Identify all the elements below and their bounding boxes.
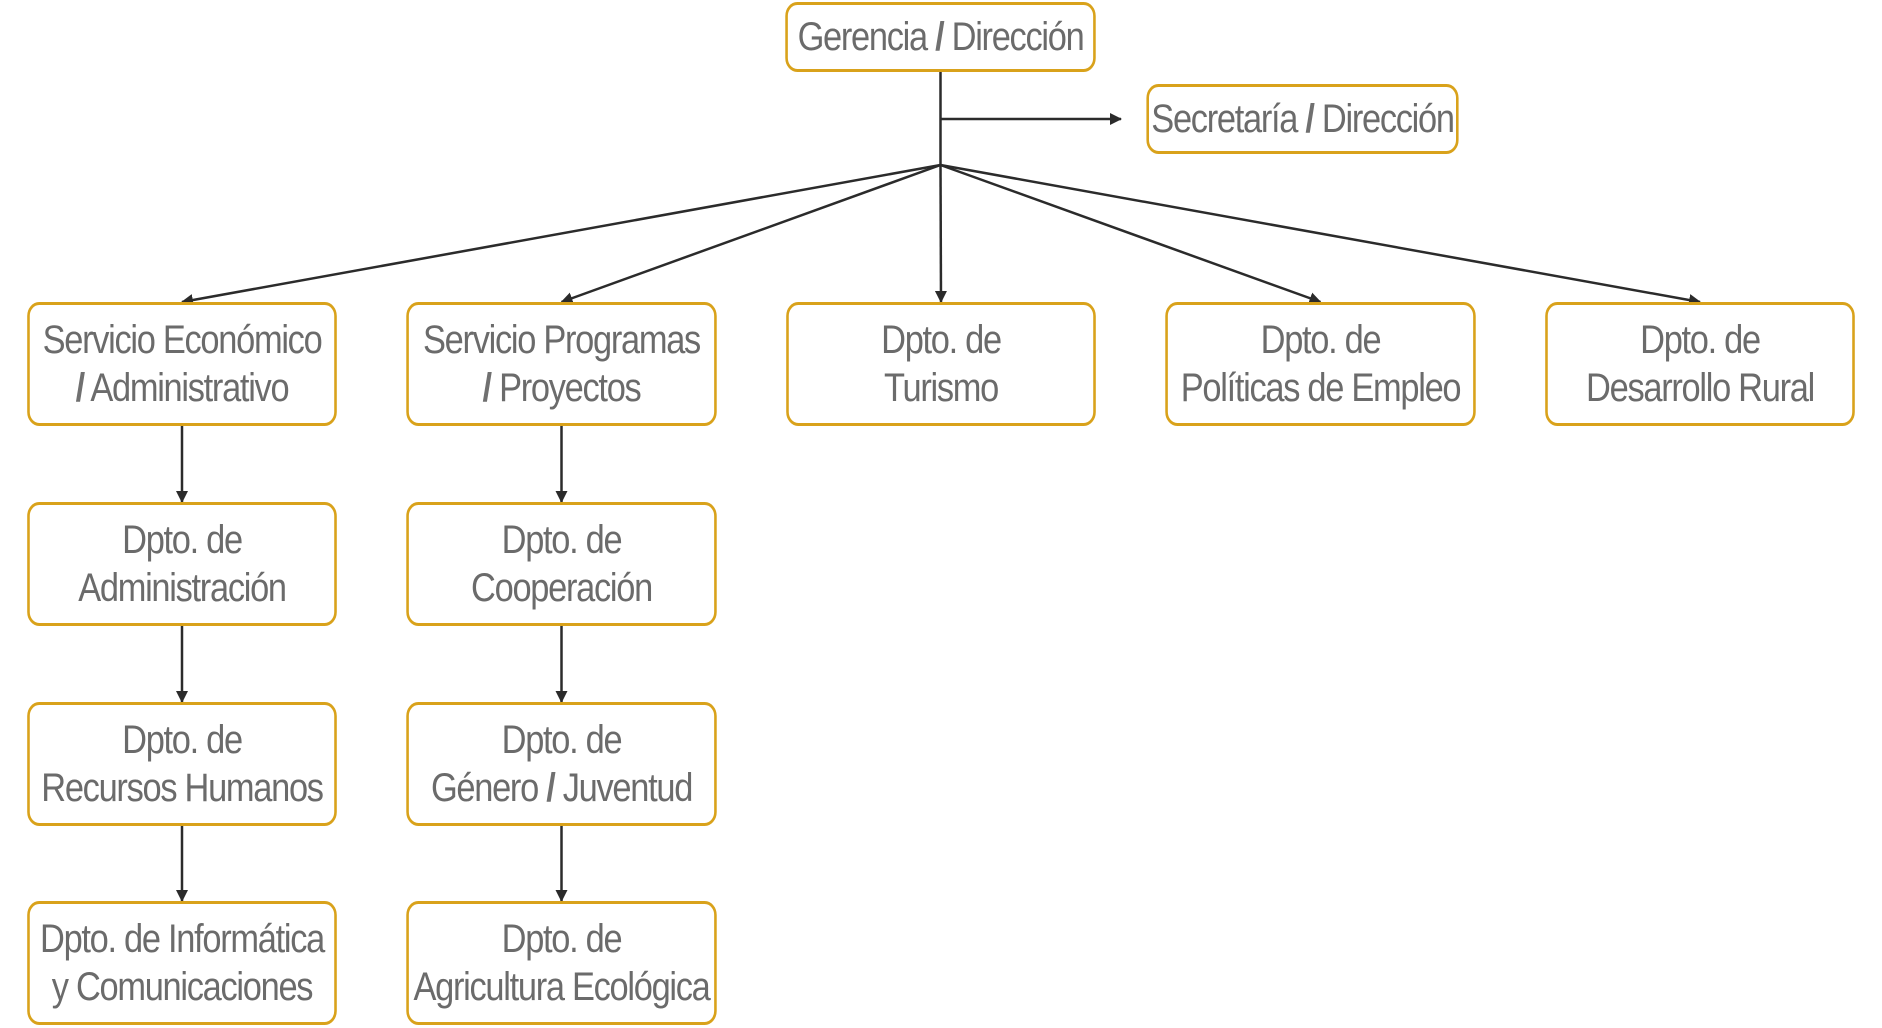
connector-gerencia-to-turismo — [934, 164, 947, 303]
label-text: Servicio Económico — [42, 318, 323, 362]
node-label-line: Políticas de Empleo — [1180, 364, 1462, 412]
label-separator: / — [482, 366, 493, 410]
label-text: Dpto. de — [122, 518, 243, 562]
label-text: Dirección — [1313, 97, 1455, 141]
label-text: Cooperación — [471, 566, 653, 610]
node-label-line: Dpto. de — [881, 316, 1002, 364]
node-label-line: Dpto. de Informática — [40, 915, 325, 963]
label-text: Políticas de Empleo — [1180, 366, 1462, 410]
node-label-line: Dpto. de — [122, 716, 243, 764]
node-label-line: Recursos Humanos — [41, 764, 324, 812]
node-label-line: Turismo — [884, 364, 999, 412]
label-text: Dpto. de — [501, 917, 623, 961]
node-label-line: Gerencia / Dirección — [797, 13, 1085, 61]
label-separator: / — [75, 366, 86, 410]
label-text: Dpto. de — [501, 518, 623, 562]
label-text: Administrativo — [83, 366, 289, 410]
connector-gerencia-to-desarrollo-rural — [940, 163, 1701, 306]
label-text: Desarrollo Rural — [1586, 366, 1815, 410]
label-text: Dpto. de — [881, 318, 1002, 362]
node-label-line: Género / Juventud — [430, 764, 694, 812]
label-text: Dpto. de — [122, 718, 243, 762]
label-text: Juventud — [554, 766, 694, 810]
label-separator: / — [546, 766, 556, 810]
label-separator: / — [935, 15, 945, 59]
node-label-line: Dpto. de — [1640, 316, 1761, 364]
label-text: Género — [430, 766, 547, 810]
label-text: Dpto. de — [1640, 318, 1761, 362]
node-label-line: Administración — [78, 564, 287, 612]
node-label-line: / Proyectos — [482, 364, 642, 412]
label-text: y Comunicaciones — [51, 965, 314, 1009]
label-text: Agricultura Ecológica — [413, 965, 710, 1009]
node-label-line: Dpto. de — [501, 716, 623, 764]
label-text: Recursos Humanos — [41, 766, 324, 810]
node-label-line: Desarrollo Rural — [1586, 364, 1815, 412]
node-label-line: Servicio Programas — [423, 316, 701, 364]
connector-arrows — [176, 72, 1701, 902]
label-text: Turismo — [884, 366, 999, 410]
node-secretaria-direccion: Secretaría / Dirección — [1146, 84, 1459, 154]
label-text: Dpto. de — [1260, 318, 1382, 362]
label-text: Proyectos — [490, 366, 642, 410]
node-gerencia-direccion: Gerencia / Dirección — [785, 2, 1096, 72]
node-label-line: / Administrativo — [75, 364, 290, 412]
label-text: Administración — [78, 566, 287, 610]
node-label-line: Dpto. de — [1260, 316, 1382, 364]
node-label-line: Servicio Económico — [42, 316, 323, 364]
label-separator: / — [1305, 97, 1315, 141]
connector-gerencia-to-servicio-economico — [181, 163, 941, 306]
connector-gerencia-to-servicio-programas — [560, 163, 941, 304]
label-text: Secretaría — [1151, 97, 1306, 141]
node-label-line: Agricultura Ecológica — [413, 963, 710, 1011]
node-label-line: y Comunicaciones — [51, 963, 314, 1011]
label-text: Dirección — [943, 15, 1085, 59]
node-label-line: Secretaría / Dirección — [1151, 95, 1455, 143]
node-label-line: Cooperación — [471, 564, 653, 612]
label-text: Servicio Programas — [423, 318, 701, 362]
node-servicio-economico-administrativo: Servicio Económico/ Administrativo — [27, 302, 337, 426]
label-text: Dpto. de Informática — [40, 917, 325, 961]
node-label-line: Dpto. de — [122, 516, 243, 564]
node-servicio-programas-proyectos: Servicio Programas/ Proyectos — [406, 302, 717, 426]
label-text: Dpto. de — [501, 718, 623, 762]
node-label-line: Dpto. de — [501, 516, 623, 564]
node-label-line: Dpto. de — [501, 915, 623, 963]
connector-gerencia-to-politicas-empleo — [940, 163, 1322, 304]
label-text: Gerencia — [797, 15, 936, 59]
